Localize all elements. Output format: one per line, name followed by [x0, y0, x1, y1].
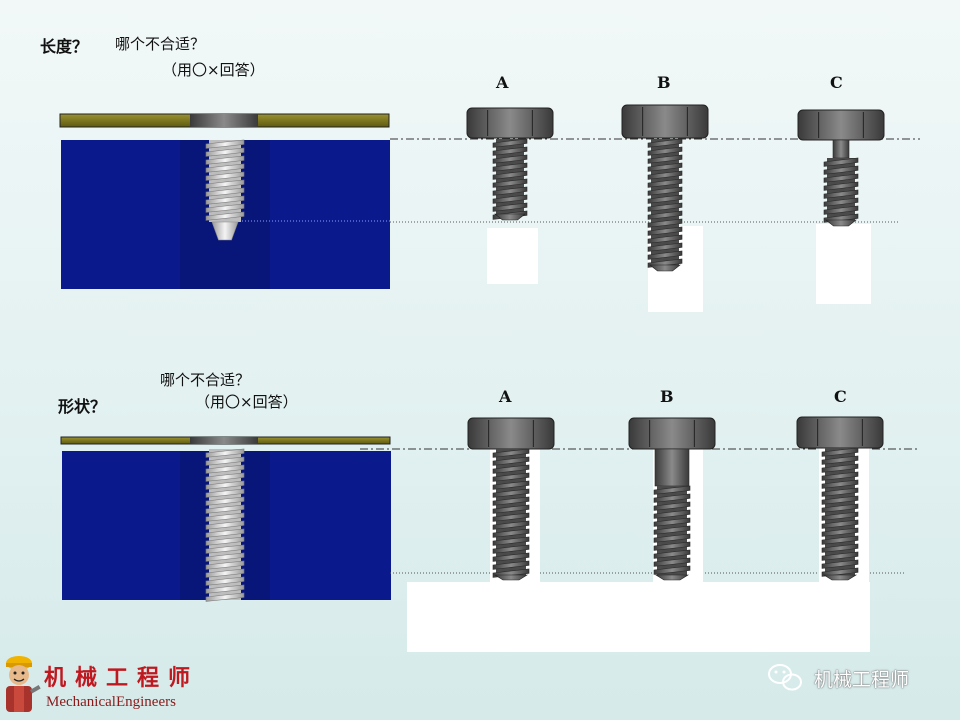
length-question: 哪个不合适？ [115, 35, 206, 53]
shape-assembly [60, 436, 391, 602]
shape-option-b: B [660, 387, 674, 406]
shape-screw-c [796, 416, 884, 581]
shape-backdrop [407, 582, 870, 652]
backdrop-a [487, 228, 538, 284]
logo-chinese: 机械工程师 [44, 665, 200, 691]
watermark-text: 机械工程师 [814, 669, 910, 691]
length-instruction: （用〇×回答） [162, 61, 265, 79]
engineer-mascot-icon [6, 656, 41, 712]
shape-heading: 形状？ [58, 397, 107, 416]
backdrop-c [816, 224, 871, 304]
plate-hole [190, 114, 258, 127]
inserted-screw [205, 448, 245, 602]
length-screw-c [797, 109, 885, 227]
length-option-c: C [830, 73, 843, 92]
shape-option-a: A [499, 387, 512, 406]
length-option-b: B [657, 73, 671, 92]
length-screw-b [621, 104, 709, 272]
shape-question: 哪个不合适？ [160, 371, 251, 389]
logo-english: MechanicalEngineers [46, 694, 176, 710]
length-assembly [59, 113, 390, 289]
length-option-a: A [496, 73, 509, 92]
inserted-screw [205, 139, 245, 241]
shape-screw-a [467, 417, 555, 581]
plate-hole [190, 437, 258, 444]
length-screw-a [466, 107, 554, 221]
shape-screw-b [628, 417, 716, 581]
shape-option-c: C [834, 387, 847, 406]
shape-instruction: （用〇×回答） [195, 393, 298, 411]
wechat-icon [768, 664, 802, 691]
length-heading: 长度？ [40, 37, 89, 56]
